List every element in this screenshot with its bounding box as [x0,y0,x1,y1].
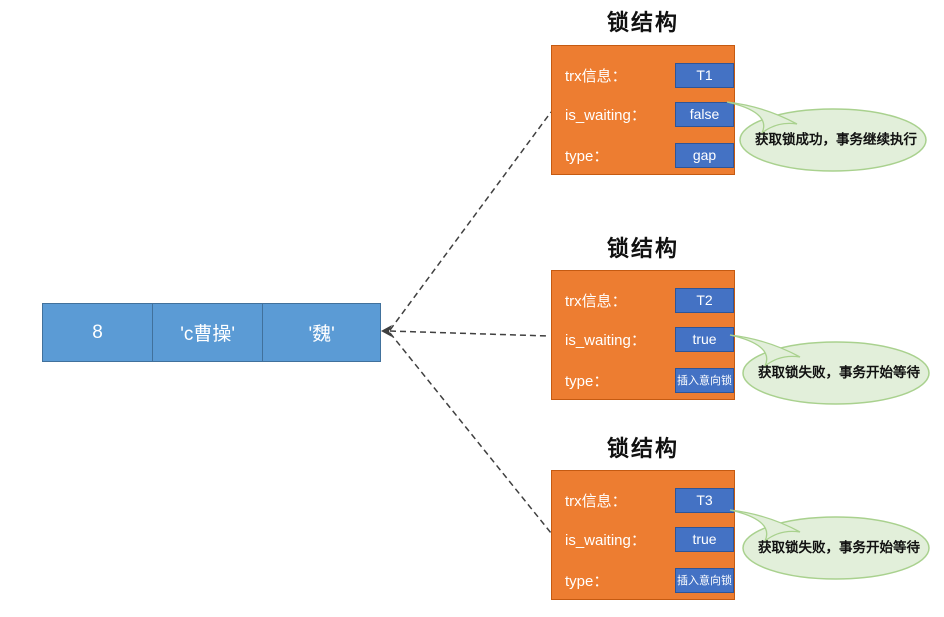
lock-structure-box-t1: trx信息： T1 is_waiting： false type： gap [551,45,735,175]
is-waiting-value: false [675,101,734,127]
annotation-bubble-t2: 获取锁失败，事务开始等待 [725,330,931,412]
trx-value: T2 [675,287,734,313]
lock-row-trx: trx信息： T1 [565,62,734,88]
lock-row-trx: trx信息： T2 [565,287,734,313]
trx-value: T3 [675,487,734,513]
annotation-text: 获取锁成功，事务继续执行 [755,132,917,148]
annotation-text: 获取锁失败，事务开始等待 [758,540,920,556]
is-waiting-value: true [675,526,734,552]
lock-structure-title: 锁结构 [606,436,679,462]
lock-row-type: type： 插入意向锁 [565,367,734,393]
record-cell-name: 'c曹操' [152,304,262,361]
type-label: type： [565,147,609,165]
type-value: gap [675,142,734,168]
connector-bottom [389,332,552,534]
record-cell-id: 8 [92,321,103,343]
lock-row-trx: trx信息： T3 [565,487,734,513]
trx-label: trx信息： [565,67,627,85]
connector-top [389,111,552,331]
type-value: 插入意向锁 [675,367,734,393]
lock-structure-box-t2: trx信息： T2 is_waiting： true type： 插入意向锁 [551,270,735,400]
trx-label: trx信息： [565,292,627,310]
lock-row-is-waiting: is_waiting： true [565,526,734,552]
speech-bubble-icon [729,509,930,580]
is-waiting-value: true [675,326,734,352]
record-cell-country: '魏' [262,304,380,361]
is-waiting-label: is_waiting： [565,531,646,549]
connector-middle [389,330,550,337]
lock-structure-title: 锁结构 [606,10,679,36]
record-row: 8 'c曹操' '魏' [42,303,381,362]
lock-row-type: type： 插入意向锁 [565,567,734,593]
annotation-text: 获取锁失败，事务开始等待 [758,365,920,381]
type-value: 插入意向锁 [675,567,734,593]
annotation-bubble-t3: 获取锁失败，事务开始等待 [725,505,931,587]
annotation-bubble-t1: 获取锁成功，事务继续执行 [722,97,928,179]
lock-row-is-waiting: is_waiting： false [565,101,734,127]
is-waiting-label: is_waiting： [565,331,646,349]
trx-label: trx信息： [565,492,627,510]
type-label: type： [565,372,609,390]
lock-structure-box-t3: trx信息： T3 is_waiting： true type： 插入意向锁 [551,470,735,600]
lock-structure-title: 锁结构 [606,236,679,262]
type-label: type： [565,572,609,590]
speech-bubble-icon [726,101,927,172]
lock-row-is-waiting: is_waiting： true [565,326,734,352]
arrow-left-icon [381,325,392,337]
trx-value: T1 [675,62,734,88]
speech-bubble-icon [729,334,930,405]
is-waiting-label: is_waiting： [565,106,646,124]
lock-row-type: type： gap [565,142,734,168]
